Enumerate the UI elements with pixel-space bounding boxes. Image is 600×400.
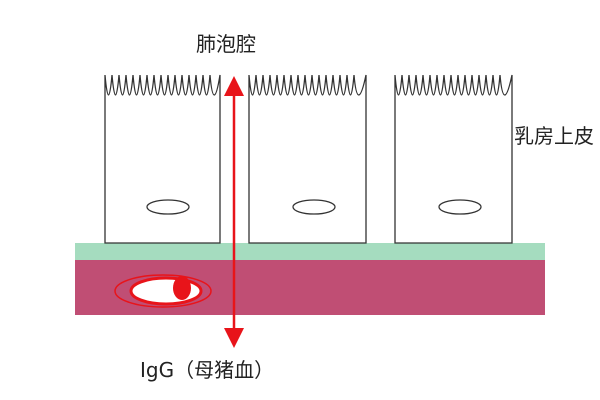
epithelial-cell-2: [248, 74, 367, 244]
cell-body: [248, 74, 367, 244]
cell-nucleus: [438, 199, 482, 215]
cell-body: [104, 74, 221, 244]
cell-nucleus: [146, 199, 190, 215]
epithelial-cell-1: [104, 74, 221, 244]
blood-cell: [114, 274, 212, 308]
mammary-epithelium-label: 乳房上皮: [514, 124, 594, 148]
epithelial-cell-3: [394, 74, 513, 244]
alveolar-lumen-label: 肺泡腔: [196, 32, 256, 56]
basement-membrane: [75, 243, 545, 260]
igg-source-label: IgG（母猪血）: [140, 358, 275, 382]
blood-cell-nucleus: [173, 276, 191, 300]
cell-body: [394, 74, 513, 244]
cell-nucleus: [292, 199, 336, 215]
blood-cell-outer-ring: [114, 274, 212, 308]
